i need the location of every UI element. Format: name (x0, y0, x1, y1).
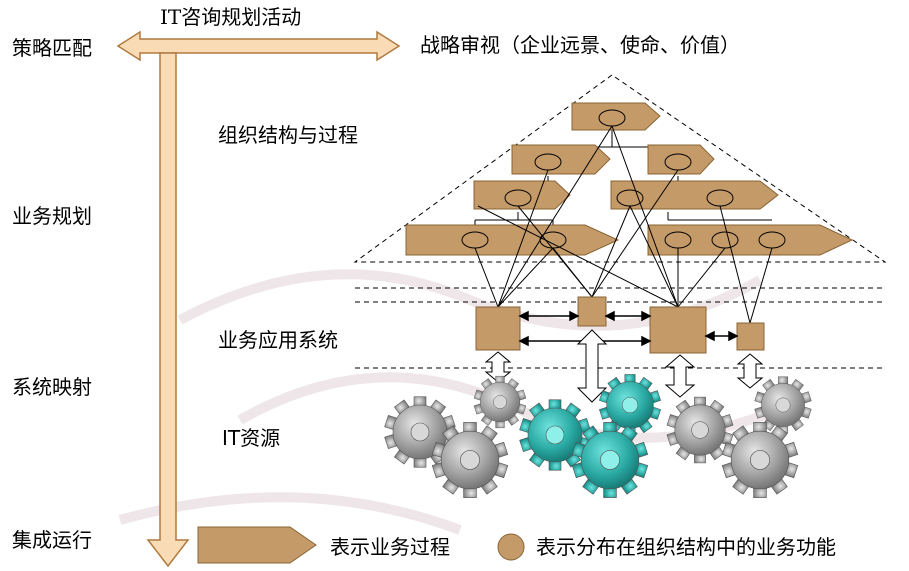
legend-function-shape (497, 533, 525, 561)
legend-process-label: 表示业务过程 (330, 535, 450, 559)
application-systems (475, 296, 765, 354)
gear-icon (571, 421, 649, 499)
function-nodes (461, 109, 786, 249)
strategy-review-label: 战略审视（企业远景、使命、价值） (420, 33, 740, 57)
app-system-box (736, 322, 765, 351)
layer-label-org-structure: 组织结构与过程 (218, 123, 358, 147)
gear-icon (519, 399, 591, 471)
axis-label-system-mapping: 系统映射 (12, 375, 92, 399)
layer-label-it-resources: IT资源 (222, 426, 281, 450)
strategy-double-arrow (116, 30, 401, 62)
legend-function-label: 表示分布在组织结构中的业务功能 (536, 535, 836, 559)
gear-icon (754, 376, 812, 434)
gear-icon (721, 421, 799, 499)
app-system-box (475, 306, 521, 351)
vertical-flow-arrow (146, 52, 190, 568)
axis-label-strategy-match: 策略匹配 (12, 36, 92, 60)
axis-label-business-planning: 业务规划 (12, 204, 92, 228)
it-resource-gears (384, 374, 812, 499)
legend-process-shape (197, 526, 317, 564)
function-to-system-links (474, 125, 773, 324)
org-tree-connectors (474, 130, 772, 226)
app-system-box (649, 306, 707, 354)
system-to-it-arrows (484, 329, 764, 403)
gear-icon (666, 396, 734, 464)
axis-label-integrated-operation: 集成运行 (12, 528, 92, 552)
gear-icon (473, 375, 527, 429)
it-planning-activity-label: IT咨询规划活动 (160, 5, 302, 29)
gear-icon (599, 374, 661, 436)
layer-label-app-systems: 业务应用系统 (218, 328, 338, 352)
gear-icon (384, 396, 456, 468)
app-system-box (577, 296, 607, 327)
gear-icon (431, 421, 509, 499)
